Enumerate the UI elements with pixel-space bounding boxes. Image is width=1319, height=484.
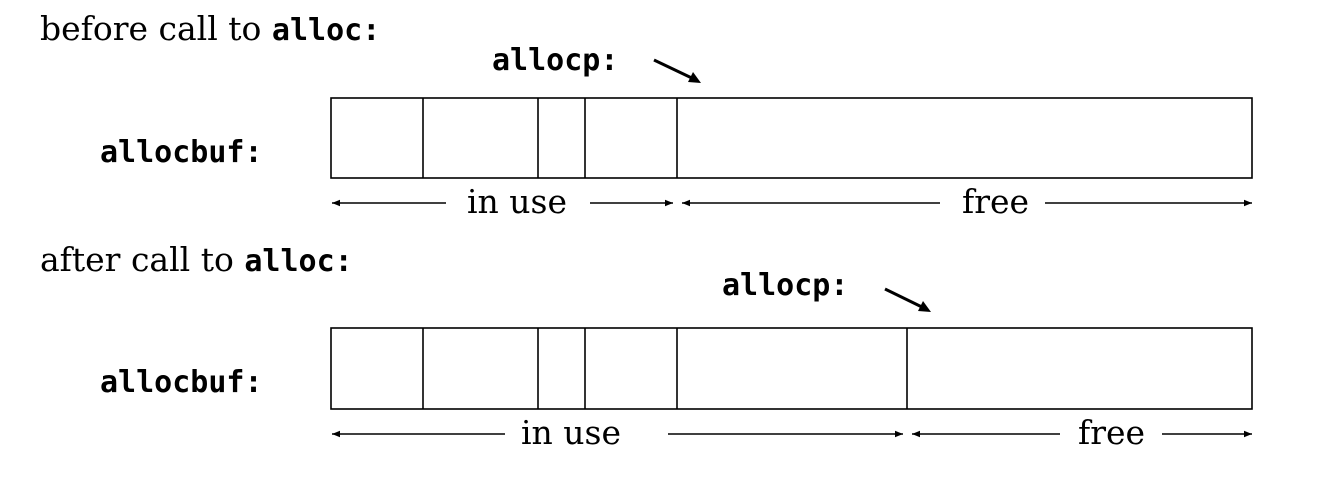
before-heading: before call to alloc: — [40, 9, 380, 48]
after-buffer — [330, 327, 1253, 410]
after-heading-code: alloc — [244, 244, 334, 279]
after-heading-prefix: after call to — [40, 240, 244, 279]
after-pointer-label: allocp: — [722, 268, 848, 303]
before-heading-suffix: : — [362, 13, 380, 48]
before-heading-code: alloc — [272, 13, 362, 48]
after-buffer-label: allocbuf: — [100, 365, 263, 400]
before-pointer-arrowhead — [688, 72, 701, 83]
after-in-use-label: in use — [521, 413, 621, 452]
after-pointer-arrow — [884, 287, 927, 311]
before-pointer-arrow — [653, 58, 697, 82]
after-pointer-arrowhead — [918, 301, 931, 312]
before-heading-prefix: before call to — [40, 9, 272, 48]
before-in-use-label: in use — [467, 182, 567, 221]
after-free-label: free — [1078, 413, 1145, 452]
after-section: after call to alloc: allocp: allocbuf: i… — [40, 240, 1253, 452]
before-buffer-label: allocbuf: — [100, 135, 263, 170]
before-free-label: free — [962, 182, 1029, 221]
after-heading: after call to alloc: — [40, 240, 353, 279]
after-heading-suffix: : — [335, 244, 353, 279]
before-buffer — [330, 97, 1253, 179]
before-pointer-label: allocp: — [492, 43, 618, 78]
before-section: before call to alloc: allocp: allocbuf: … — [40, 9, 1253, 221]
